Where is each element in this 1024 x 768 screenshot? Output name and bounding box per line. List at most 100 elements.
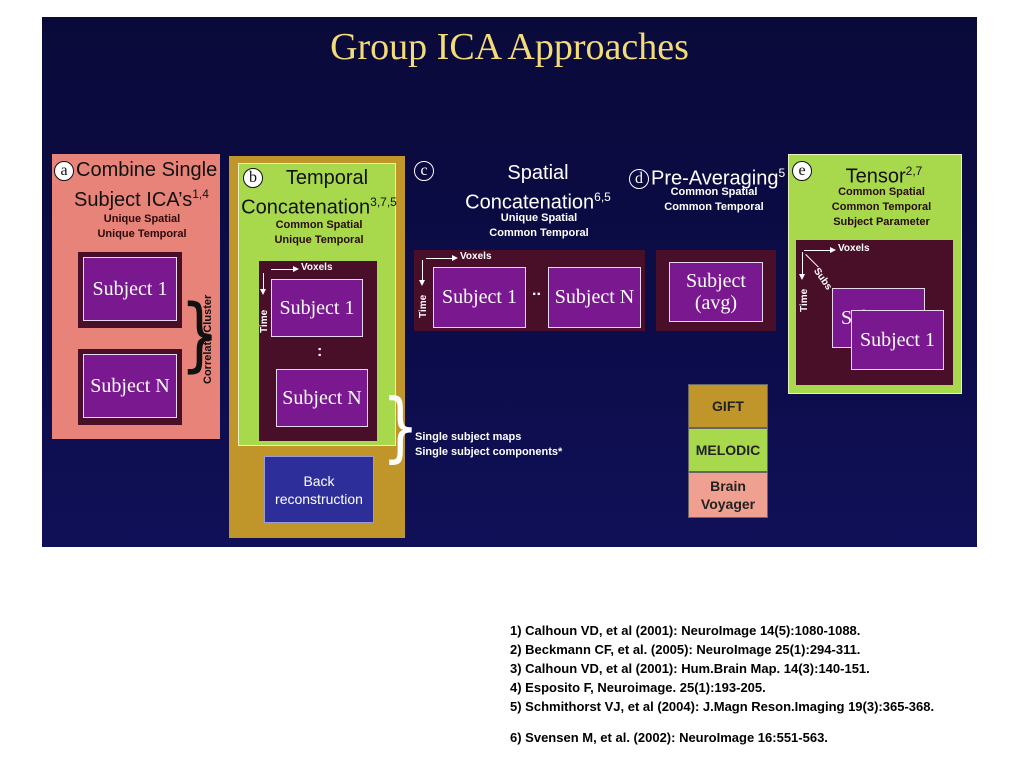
reference-5: 5) Schmithorst VJ, et al (2004): J.Magn … xyxy=(510,699,935,714)
tool-gift: GIFT xyxy=(688,384,768,428)
panel-temporal-concat-inner: b Temporal Concatenation3,7,5 Common Spa… xyxy=(238,163,397,446)
panel-e-heading-text: Tensor xyxy=(845,165,906,188)
panel-d-sub-line1: Common Spatial xyxy=(670,186,758,198)
panel-c-time-line xyxy=(422,260,423,280)
panel-e-voxels-label: Voxels xyxy=(838,243,870,254)
panel-d-subject-avg-line1: Subject xyxy=(686,270,746,292)
panel-b-sub-line2: Unique Temporal xyxy=(274,234,364,246)
panel-e-time-line xyxy=(802,252,803,274)
panel-c-dark-box: Voxels Time Subject 1 .. Subject N xyxy=(414,250,645,331)
panel-a-box-1: Subject 1 xyxy=(78,252,182,328)
panel-b-heading: b Temporal Concatenation3,7,5 xyxy=(241,166,397,220)
panel-e-subs-line xyxy=(805,254,819,268)
panel-a-brace: } xyxy=(180,286,220,382)
panel-d-dark-box: Subject (avg) xyxy=(656,250,776,331)
letter-d-icon: d xyxy=(629,169,649,190)
panel-b-voxels-label: Voxels xyxy=(301,262,333,273)
reference-4: 4) Esposito F, Neuroimage. 25(1):193-205… xyxy=(510,680,766,695)
panel-e-subject-front: Subject 1 xyxy=(851,310,944,370)
panel-c-time-label: Time xyxy=(418,294,429,318)
panel-e-heading-sup: 2,7 xyxy=(905,164,923,178)
panel-d-heading-sup: 5 xyxy=(778,166,786,180)
panel-c-voxels-label: Voxels xyxy=(460,251,492,262)
panel-e-sub-line1: Common Spatial xyxy=(838,186,925,198)
panel-spatial-concat: c Spatial Concatenation6,5 Unique Spatia… xyxy=(414,159,646,334)
panel-c-subject-n: Subject N xyxy=(548,267,641,328)
panel-d-subject-avg: Subject (avg) xyxy=(669,262,763,322)
panel-c-heading-line2: Concatenation xyxy=(465,191,595,214)
single-subject-brace: } xyxy=(382,382,419,471)
panel-e-dark-box: Voxels Time Subs Subject 1 Subject 1 xyxy=(796,240,953,385)
panel-b-subtitle: Common Spatial Unique Temporal xyxy=(249,218,389,248)
panel-b-heading-line2: Concatenation xyxy=(241,196,371,219)
panel-a-subject-n: Subject N xyxy=(83,354,177,418)
panel-a-box-n: Subject N xyxy=(78,349,182,425)
panel-c-subtitle: Unique Spatial Common Temporal xyxy=(464,211,614,241)
panel-b-sub-line1: Common Spatial xyxy=(275,219,363,231)
panel-c-subject-1: Subject 1 xyxy=(433,267,526,328)
panel-d-heading-text: Pre-Averaging xyxy=(651,167,779,190)
panel-c-heading: Spatial Concatenation6,5 xyxy=(438,161,638,215)
panel-tensor: e Tensor2,7 Common Spatial Common Tempor… xyxy=(788,154,962,394)
panel-b-time-label: Time xyxy=(259,309,270,333)
letter-e-icon: e xyxy=(792,161,812,181)
panel-d-sub-line2: Common Temporal xyxy=(664,201,764,213)
panel-e-voxels-line xyxy=(804,250,830,251)
back-reconstruction-box: Back reconstruction xyxy=(264,456,374,523)
panel-e-subs-label: Subs xyxy=(810,266,835,293)
panel-b-heading-line1: Temporal xyxy=(285,167,369,189)
panel-b-dark-box: Voxels Time Subject 1 : Subject N xyxy=(259,261,377,441)
panel-a-heading-line1: Combine Single xyxy=(76,159,218,181)
letter-c-icon: c xyxy=(414,161,434,181)
panel-a-subtitle: Unique Spatial Unique Temporal xyxy=(72,212,212,242)
panel-c-voxels-arrow-icon xyxy=(452,255,458,261)
panel-b-dots: : xyxy=(317,343,323,360)
panel-b-heading-sup: 3,7,5 xyxy=(370,195,397,209)
panel-c-sub-line1: Unique Spatial xyxy=(500,212,578,224)
panel-a-heading-line2: Subject ICA’s xyxy=(74,188,193,211)
panel-a-subject-1: Subject 1 xyxy=(83,257,177,321)
panel-e-time-label: Time xyxy=(799,288,810,312)
panel-c-sub-line2: Common Temporal xyxy=(489,227,589,239)
correlate-cluster-label: Correlate/Cluster xyxy=(202,294,214,384)
single-subject-note: Single subject maps Single subject compo… xyxy=(415,430,562,460)
panel-b-voxels-line xyxy=(271,269,293,270)
panel-e-sub-line3: Subject Parameter xyxy=(833,216,930,228)
panel-e-subtitle: Common Spatial Common Temporal Subject P… xyxy=(804,185,959,230)
panel-e-sub-line2: Common Temporal xyxy=(831,201,932,213)
reference-2: 2) Beckmann CF, et al. (2005): NeuroImag… xyxy=(510,642,861,657)
panel-b-subject-n: Subject N xyxy=(276,369,368,427)
panel-e-heading: Tensor2,7 xyxy=(809,159,959,189)
panel-b-subject-1: Subject 1 xyxy=(271,279,363,337)
slide-title: Group ICA Approaches xyxy=(330,26,689,68)
panel-e-voxels-arrow-icon xyxy=(830,247,836,253)
panel-e-time-arrow-icon xyxy=(799,274,805,280)
panel-a-sub-line2: Unique Temporal xyxy=(97,228,187,240)
reference-1: 1) Calhoun VD, et al (2001): NeuroImage … xyxy=(510,623,861,638)
panel-d-subtitle: Common Spatial Common Temporal xyxy=(644,185,784,215)
panel-c-voxels-line xyxy=(426,258,452,259)
panel-d-subject-avg-line2: (avg) xyxy=(694,292,738,314)
panel-b-voxels-arrow-icon xyxy=(293,266,299,272)
references: 1) Calhoun VD, et al (2001): NeuroImage … xyxy=(510,621,934,747)
letter-b-icon: b xyxy=(243,168,263,188)
panel-c-dots: .. xyxy=(532,282,541,299)
panel-c-time-arrow-icon xyxy=(419,280,425,286)
panel-temporal-concat-outer: b Temporal Concatenation3,7,5 Common Spa… xyxy=(229,156,405,538)
panel-c-heading-sup: 6,5 xyxy=(594,190,611,204)
reference-3: 3) Calhoun VD, et al (2001): Hum.Brain M… xyxy=(510,661,870,676)
reference-6: 6) Svensen M, et al. (2002): NeuroImage … xyxy=(510,730,828,745)
panel-b-time-line xyxy=(263,273,264,289)
letter-a-icon: a xyxy=(54,160,74,181)
panel-b-time-arrow-icon xyxy=(260,289,266,295)
panel-a-heading-sup: 1,4 xyxy=(192,187,209,201)
tool-brain-voyager: Brain Voyager xyxy=(688,472,768,518)
panel-a-sub-line1: Unique Spatial xyxy=(103,213,181,225)
single-subject-components: Single subject components* xyxy=(415,446,563,458)
panel-c-heading-line1: Spatial xyxy=(507,162,569,184)
